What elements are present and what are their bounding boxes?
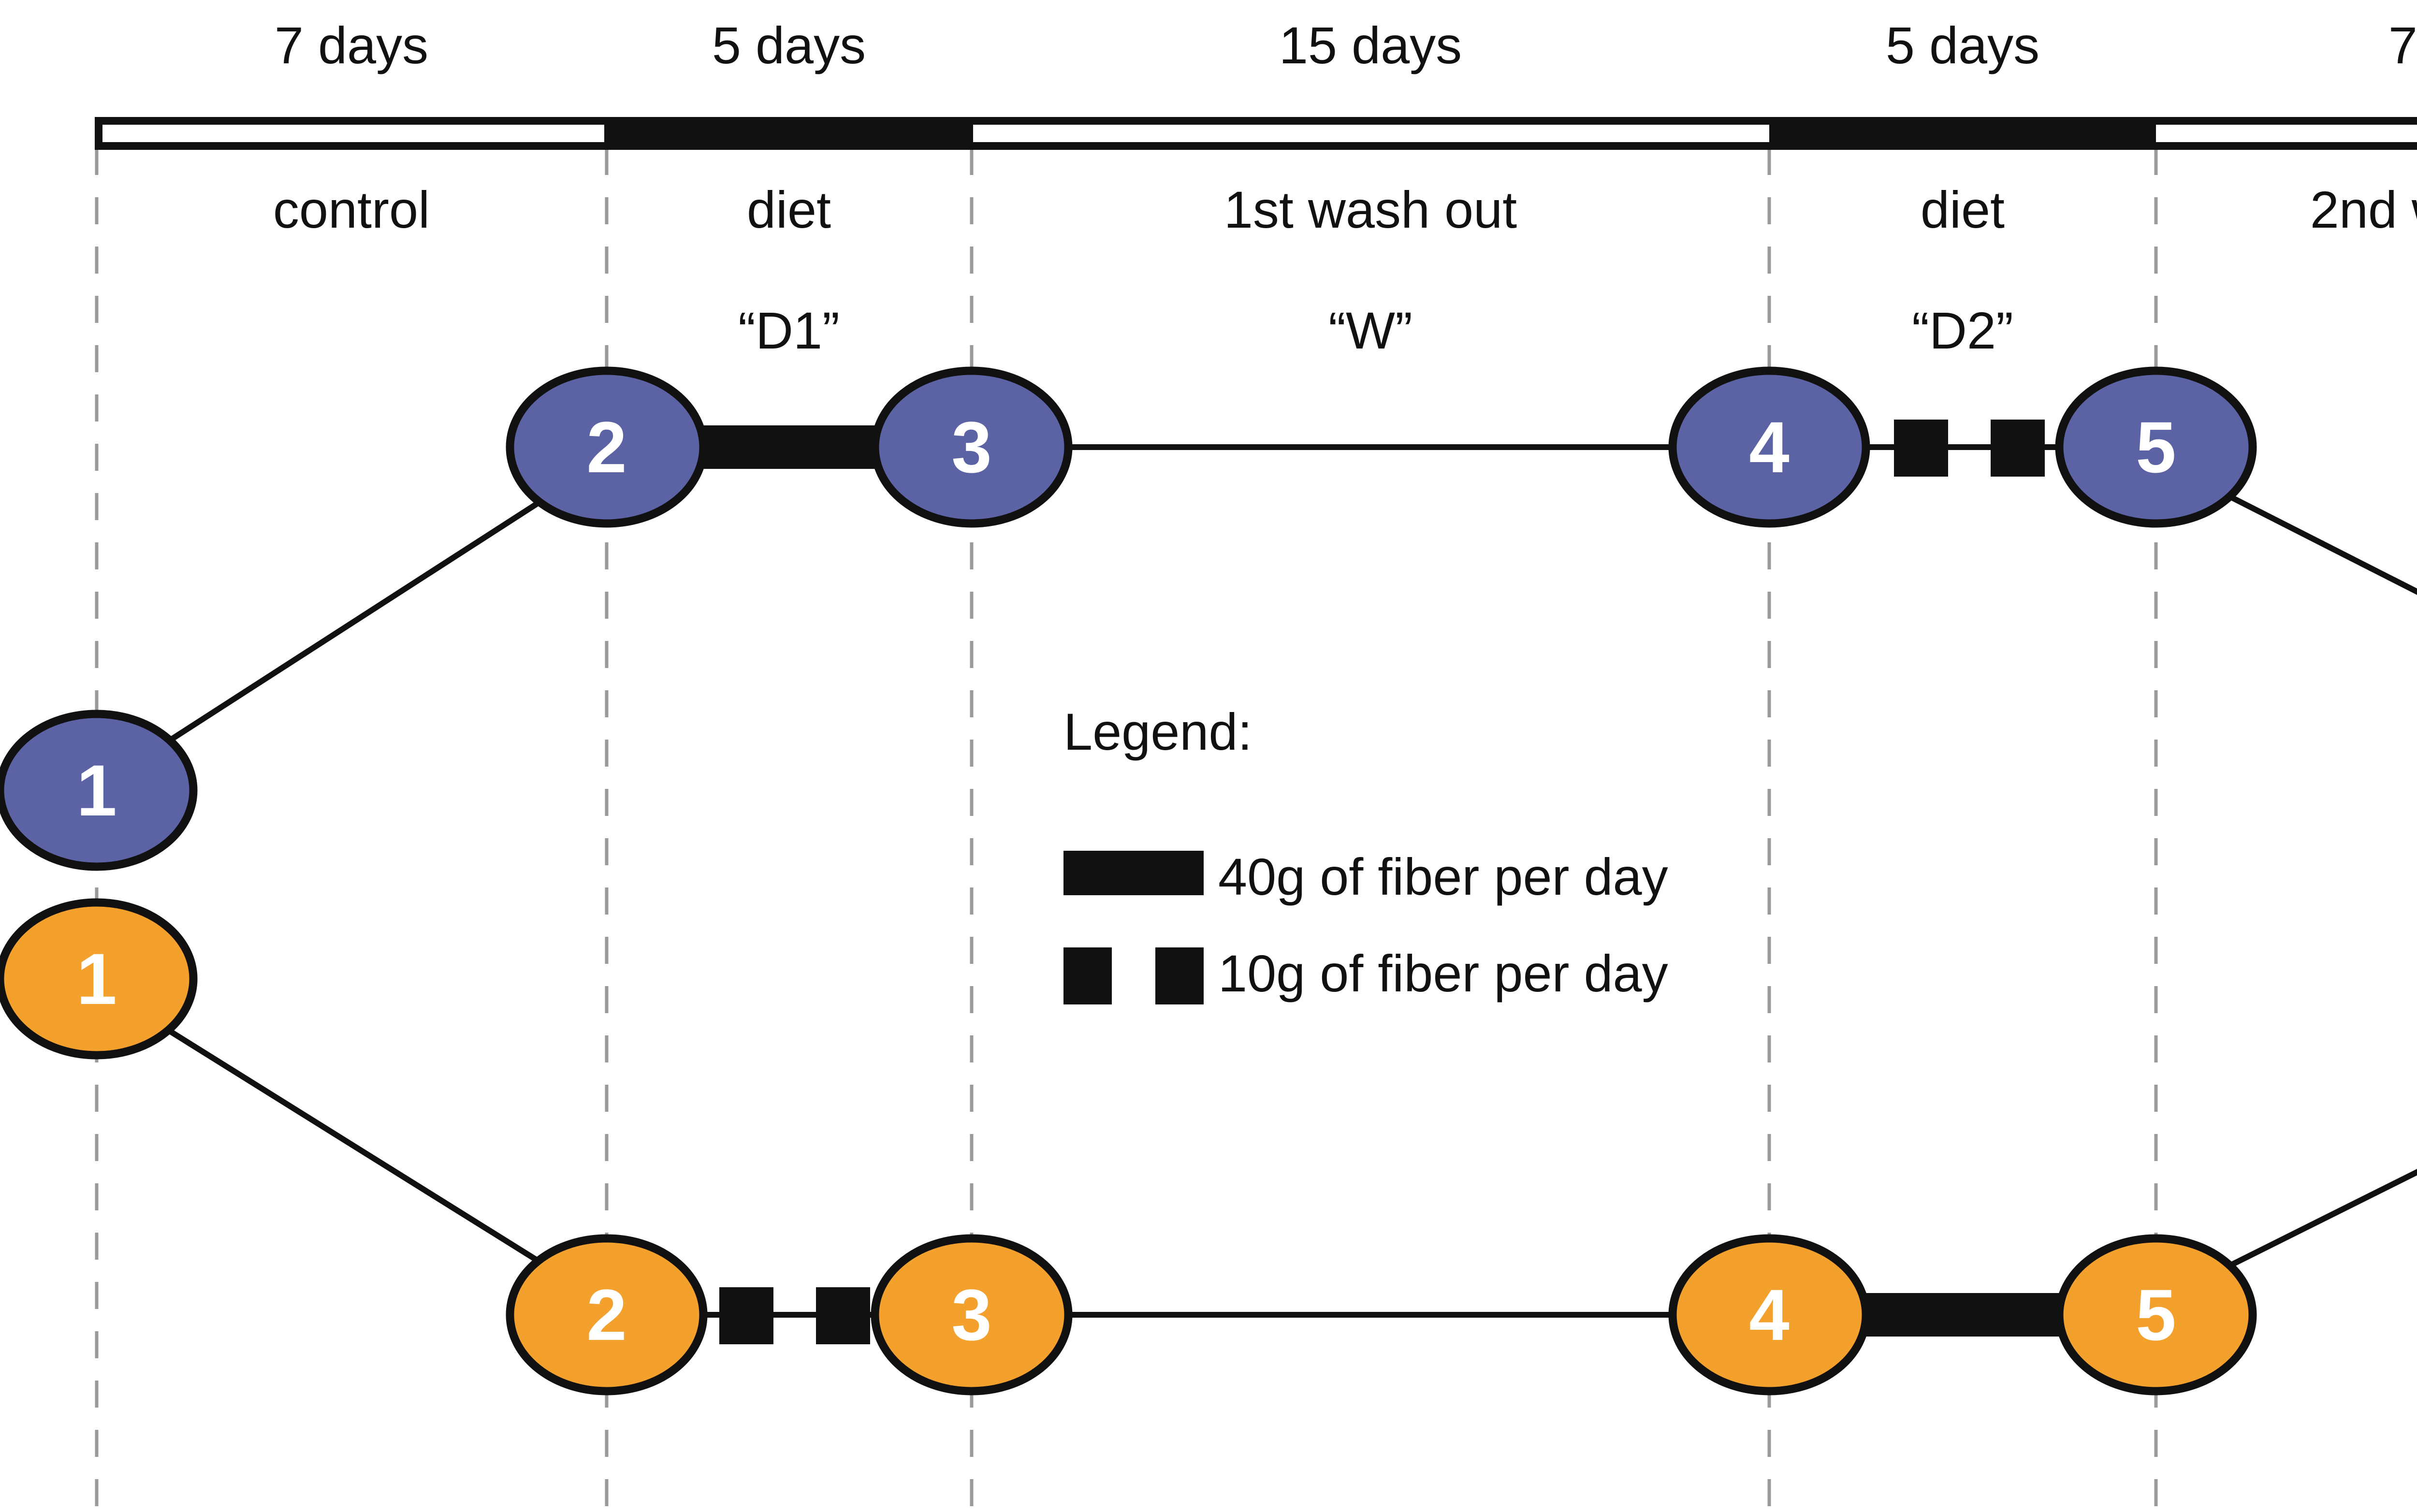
- timeline-bar: [95, 117, 2417, 150]
- node-circle[interactable]: [506, 1234, 708, 1396]
- node-label: 3: [951, 1274, 991, 1355]
- node-circle[interactable]: [871, 1234, 1073, 1396]
- blue-link-5-6: [2179, 468, 2417, 595]
- phase-label-first-washout: 1st wash out: [1223, 180, 1517, 239]
- orange-link-2-3-dash-b: [816, 1287, 870, 1344]
- duration-label-4: 5 days: [1885, 16, 2040, 74]
- node-circle[interactable]: [506, 366, 708, 528]
- legend-swatches: [1063, 851, 1204, 1004]
- node-label: 3: [951, 407, 991, 488]
- phase-label-diet-1: diet: [746, 180, 831, 239]
- blue-link-4-5-dash-a: [1894, 420, 1948, 477]
- node-circle[interactable]: [871, 366, 1073, 528]
- node-label: 5: [2136, 1274, 2176, 1355]
- blue-arm: 1 2 3 4 5 6: [0, 366, 2417, 871]
- sublabel-d2: “D2”: [1912, 301, 2013, 360]
- blue-node-4[interactable]: 4: [1668, 366, 1870, 528]
- orange-node-3[interactable]: 3: [871, 1234, 1073, 1396]
- phase-label-second-washout: 2nd wash out: [2310, 180, 2417, 239]
- legend-item-40g-label: 40g of fiber per day: [1218, 847, 1668, 906]
- node-circle[interactable]: [0, 710, 198, 871]
- orange-link-5-6: [2176, 1169, 2417, 1294]
- orange-node-5[interactable]: 5: [2055, 1234, 2257, 1396]
- blue-node-5[interactable]: 5: [2055, 366, 2257, 528]
- orange-node-4[interactable]: 4: [1668, 1234, 1870, 1396]
- node-circle[interactable]: [2055, 1234, 2257, 1396]
- node-label: 4: [1749, 1274, 1789, 1355]
- node-label: 1: [76, 750, 116, 831]
- legend-swatch-solid-bar-icon: [1063, 851, 1204, 895]
- orange-link-2-3-dash-a: [719, 1287, 773, 1344]
- duration-label-1: 7 days: [274, 16, 429, 74]
- orange-link-1-2: [119, 998, 589, 1294]
- legend-swatch-dashed-bar-icon-a: [1063, 947, 1112, 1004]
- blue-node-3[interactable]: 3: [871, 366, 1073, 528]
- orange-node-2[interactable]: 2: [506, 1234, 708, 1396]
- node-label: 1: [76, 938, 116, 1019]
- blue-node-2[interactable]: 2: [506, 366, 708, 528]
- blue-node-1[interactable]: 1: [0, 710, 198, 871]
- sublabel-w: “W”: [1328, 301, 1412, 360]
- legend-swatch-dashed-bar-icon-b: [1155, 947, 1204, 1004]
- node-circle[interactable]: [1668, 1234, 1870, 1396]
- orange-node-1[interactable]: 1: [0, 898, 198, 1060]
- timeline-segment-diet-2: [1769, 118, 2156, 149]
- node-label: 2: [586, 1274, 626, 1355]
- phase-label-diet-2: diet: [1920, 180, 2005, 239]
- blue-link-4-5-dash-b: [1991, 420, 2045, 477]
- sublabel-d1: “D1”: [738, 301, 840, 360]
- legend-item-10g-label: 10g of fiber per day: [1218, 944, 1668, 1003]
- node-label: 2: [586, 407, 626, 488]
- legend-title: Legend:: [1063, 702, 1252, 761]
- orange-arm: 1 2 3 4 5 6: [0, 898, 2417, 1396]
- node-circle[interactable]: [2055, 366, 2257, 528]
- timeline-segment-diet-1: [604, 118, 973, 149]
- blue-link-1-2: [116, 468, 589, 776]
- phase-label-control: control: [273, 180, 430, 239]
- node-circle[interactable]: [0, 898, 198, 1060]
- duration-label-2: 5 days: [712, 16, 866, 74]
- node-label: 5: [2136, 407, 2176, 488]
- duration-label-3: 15 days: [1279, 16, 1462, 74]
- duration-label-5: 7 days: [2388, 16, 2417, 74]
- node-label: 4: [1749, 407, 1789, 488]
- node-circle[interactable]: [1668, 366, 1870, 528]
